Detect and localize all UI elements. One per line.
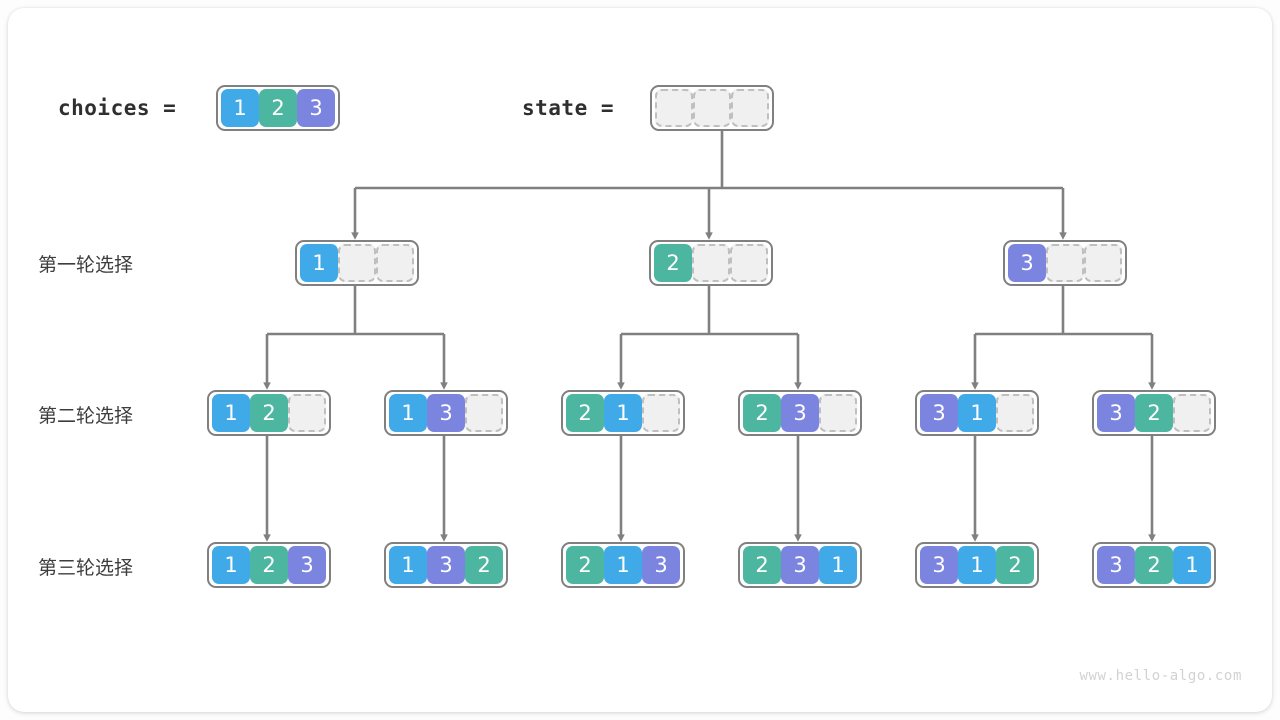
array-cell-empty bbox=[819, 394, 857, 432]
array-cell-value: 1 bbox=[212, 394, 250, 432]
array-cell-value: 3 bbox=[1097, 394, 1135, 432]
array-cell-value: 3 bbox=[427, 546, 465, 584]
array-cell-value: 1 bbox=[958, 394, 996, 432]
choices-label: choices = bbox=[58, 96, 177, 120]
array-cell-empty bbox=[288, 394, 326, 432]
watermark: www.hello-algo.com bbox=[1079, 668, 1242, 684]
array-cell-empty bbox=[731, 89, 769, 127]
array-cell-value: 3 bbox=[920, 546, 958, 584]
array-cell-value: 3 bbox=[781, 546, 819, 584]
array-cell-value: 2 bbox=[259, 89, 297, 127]
array-cell-value: 3 bbox=[288, 546, 326, 584]
array-cell-empty bbox=[996, 394, 1034, 432]
level1-node-1: 1 bbox=[295, 240, 419, 286]
array-cell-value: 2 bbox=[996, 546, 1034, 584]
diagram-frame bbox=[8, 8, 1272, 712]
array-cell-value: 1 bbox=[604, 394, 642, 432]
array-cell-value: 2 bbox=[1135, 546, 1173, 584]
array-cell-value: 1 bbox=[300, 244, 338, 282]
array-cell-value: 2 bbox=[250, 546, 288, 584]
array-cell-value: 1 bbox=[389, 546, 427, 584]
array-cell-empty bbox=[692, 244, 730, 282]
array-cell-value: 1 bbox=[389, 394, 427, 432]
level1-node-2: 2 bbox=[649, 240, 773, 286]
array-cell-empty bbox=[655, 89, 693, 127]
array-cell-value: 2 bbox=[654, 244, 692, 282]
array-cell-value: 3 bbox=[297, 89, 335, 127]
array-cell-value: 3 bbox=[642, 546, 680, 584]
array-cell-value: 1 bbox=[819, 546, 857, 584]
array-cell-value: 1 bbox=[221, 89, 259, 127]
array-cell-value: 1 bbox=[212, 546, 250, 584]
array-cell-empty bbox=[1173, 394, 1211, 432]
array-cell-value: 2 bbox=[465, 546, 503, 584]
array-cell-value: 3 bbox=[781, 394, 819, 432]
array-cell-empty bbox=[465, 394, 503, 432]
row-label-round-3: 第三轮选择 bbox=[38, 558, 134, 579]
row-label-round-1: 第一轮选择 bbox=[38, 255, 134, 276]
array-cell-value: 1 bbox=[604, 546, 642, 584]
array-cell-empty bbox=[1046, 244, 1084, 282]
array-cell-value: 2 bbox=[743, 546, 781, 584]
array-cell-value: 2 bbox=[566, 394, 604, 432]
array-cell-value: 3 bbox=[1097, 546, 1135, 584]
array-cell-value: 2 bbox=[566, 546, 604, 584]
array-cell-value: 2 bbox=[250, 394, 288, 432]
array-cell-value: 3 bbox=[1008, 244, 1046, 282]
array-cell-value: 3 bbox=[920, 394, 958, 432]
array-cell-empty bbox=[376, 244, 414, 282]
array-cell-value: 3 bbox=[427, 394, 465, 432]
array-cell-empty bbox=[642, 394, 680, 432]
state-label: state = bbox=[522, 96, 615, 120]
array-cell-empty bbox=[1084, 244, 1122, 282]
array-cell-value: 1 bbox=[958, 546, 996, 584]
array-cell-empty bbox=[693, 89, 731, 127]
level1-node-3: 3 bbox=[1003, 240, 1127, 286]
array-cell-value: 2 bbox=[1135, 394, 1173, 432]
row-label-round-2: 第二轮选择 bbox=[38, 406, 134, 427]
state-array bbox=[650, 85, 774, 131]
array-cell-value: 2 bbox=[743, 394, 781, 432]
array-cell-value: 1 bbox=[1173, 546, 1211, 584]
array-cell-empty bbox=[338, 244, 376, 282]
array-cell-empty bbox=[730, 244, 768, 282]
